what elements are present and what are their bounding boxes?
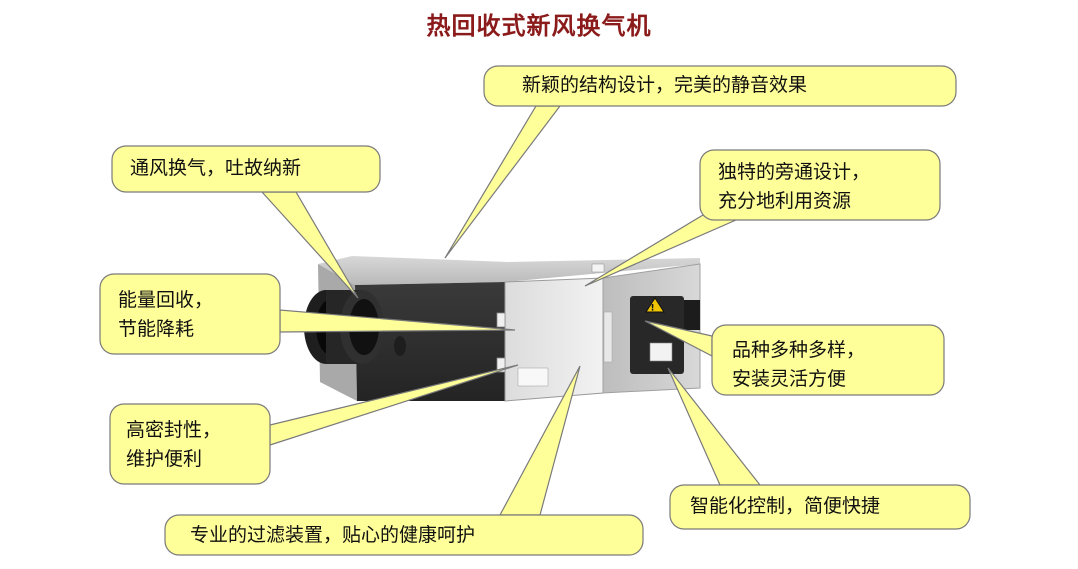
- callout-energy: [99, 273, 516, 355]
- callout-line: 新颖的结构设计，完美的静音效果: [522, 74, 808, 96]
- callout-bubble: [483, 65, 957, 107]
- callout-text-structure: 新颖的结构设计，完美的静音效果: [522, 71, 807, 100]
- callout-pointer: [444, 105, 562, 259]
- panel-label: [517, 367, 549, 387]
- callout-control: [667, 367, 971, 530]
- callout-line: 品种多种多样，: [732, 339, 866, 361]
- warning-mark-icon: !: [650, 304, 654, 314]
- callout-ventilation: [111, 145, 381, 299]
- callout-line: 专业的过滤装置，贴心的健康呵护: [190, 524, 476, 546]
- panel-hinge: [603, 311, 613, 363]
- panel-handle-upper: [496, 312, 506, 328]
- callout-text-energy: 能量回收， 节能降耗: [118, 286, 213, 344]
- top-panel: [318, 256, 700, 285]
- callout-filter: [164, 365, 644, 556]
- control-label: [649, 342, 673, 362]
- callout-line: 充分地利用资源: [718, 190, 852, 212]
- control-box: !: [630, 296, 700, 374]
- callout-line: 节能降耗: [118, 318, 195, 340]
- callout-line: 独特的旁通设计，: [718, 161, 871, 183]
- callout-line: 高密封性，: [126, 419, 222, 441]
- callout-variety: [644, 320, 945, 396]
- callout-text-filter: 专业的过滤装置，贴心的健康呵护: [190, 521, 475, 550]
- callouts-layer: [99, 65, 971, 556]
- top-label: [591, 263, 605, 273]
- callout-bubble: [699, 149, 941, 221]
- callout-bubble: [99, 273, 281, 355]
- callout-bubble: [111, 145, 381, 193]
- callout-bubble: [711, 324, 945, 396]
- callout-line: 维护便利: [126, 448, 203, 470]
- callout-seal: [109, 364, 519, 485]
- callout-bypass: [584, 149, 941, 287]
- callout-line: 通风换气，吐故纳新: [130, 157, 302, 179]
- callout-text-bypass: 独特的旁通设计， 充分地利用资源: [718, 158, 870, 216]
- callout-text-seal: 高密封性， 维护便利: [126, 416, 221, 474]
- callout-text-control: 智能化控制，简便快捷: [690, 492, 880, 521]
- callout-text-variety: 品种多种多样， 安装灵活方便: [732, 336, 865, 394]
- panel-handle-lower: [496, 357, 506, 373]
- front-insulation-panel: [355, 282, 505, 401]
- callout-bubble: [669, 484, 971, 530]
- diagram-title: 热回收式新风换气机: [426, 12, 652, 40]
- callout-bubble: [109, 403, 271, 485]
- callout-text-ventilation: 通风换气，吐故纳新: [130, 154, 301, 183]
- callout-line: 智能化控制，简便快捷: [690, 495, 881, 517]
- callout-bubble: [164, 514, 644, 556]
- callout-line: 能量回收，: [118, 289, 214, 311]
- callout-line: 安装灵活方便: [732, 368, 847, 390]
- callout-structure: [444, 65, 957, 259]
- warning-triangle-icon: [645, 297, 665, 313]
- side-bracket: [394, 336, 406, 356]
